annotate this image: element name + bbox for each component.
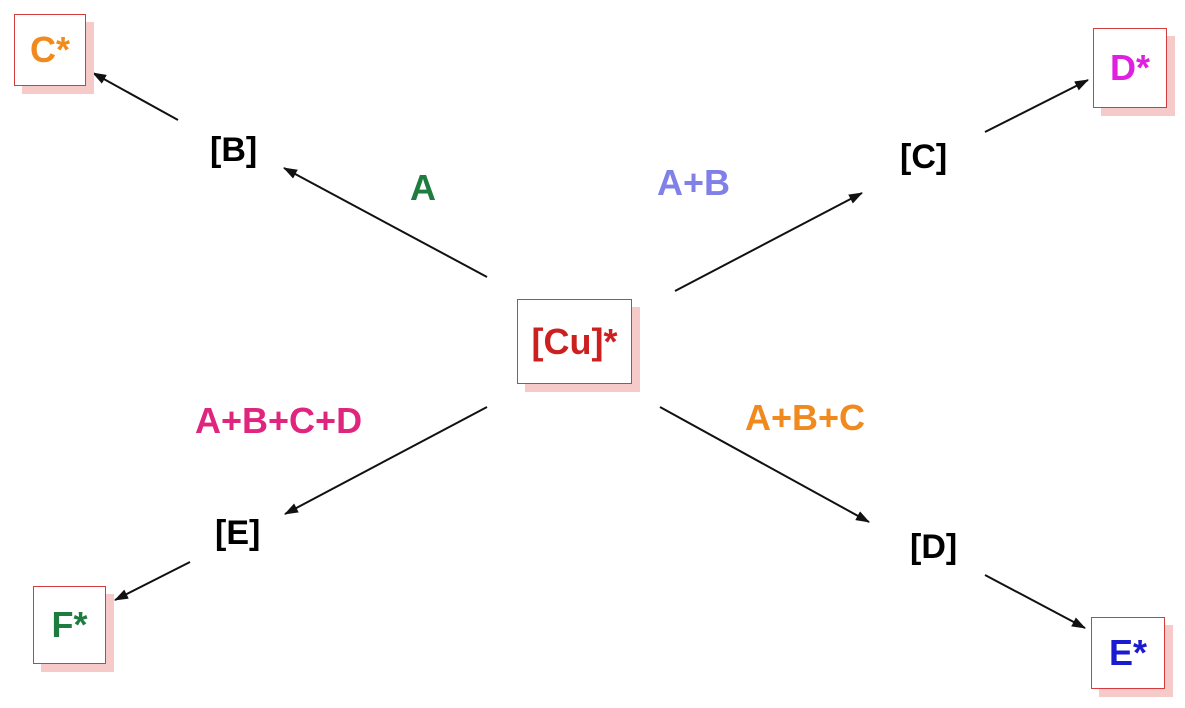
product-f-star-box: F* xyxy=(33,586,106,664)
product-c-star-label: C* xyxy=(29,29,70,70)
reagent-to-e: A+B+C+D xyxy=(195,400,363,441)
intermediate-e: [E] xyxy=(215,514,261,552)
arrow-cu-to-c xyxy=(674,192,863,292)
arrow-d-to-estar xyxy=(984,574,1086,629)
arrow-cu-to-d xyxy=(659,406,870,523)
product-f-star-label: F* xyxy=(51,604,88,645)
arrow-cu-to-e xyxy=(284,406,488,515)
reagent-to-c: A+B xyxy=(657,162,731,203)
catalyst-box: [Cu]* xyxy=(517,299,632,384)
arrow-e-to-fstar xyxy=(114,561,191,601)
arrow-c-to-dstar xyxy=(984,79,1089,133)
intermediate-b: [B] xyxy=(210,131,258,169)
reagent-to-d: A+B+C xyxy=(745,397,866,438)
product-c-star-box: C* xyxy=(14,14,86,86)
product-e-star-label: E* xyxy=(1108,632,1148,673)
product-e-star-box: E* xyxy=(1091,617,1165,689)
intermediate-c: [C] xyxy=(900,138,948,176)
product-d-star-label: D* xyxy=(1109,47,1150,88)
catalyst-label: [Cu]* xyxy=(531,320,618,362)
reagent-to-b: A xyxy=(410,167,436,208)
intermediate-d: [D] xyxy=(910,528,958,566)
arrow-cu-to-b xyxy=(283,167,488,278)
arrow-b-to-cstar xyxy=(92,72,179,121)
product-d-star-box: D* xyxy=(1093,28,1167,108)
